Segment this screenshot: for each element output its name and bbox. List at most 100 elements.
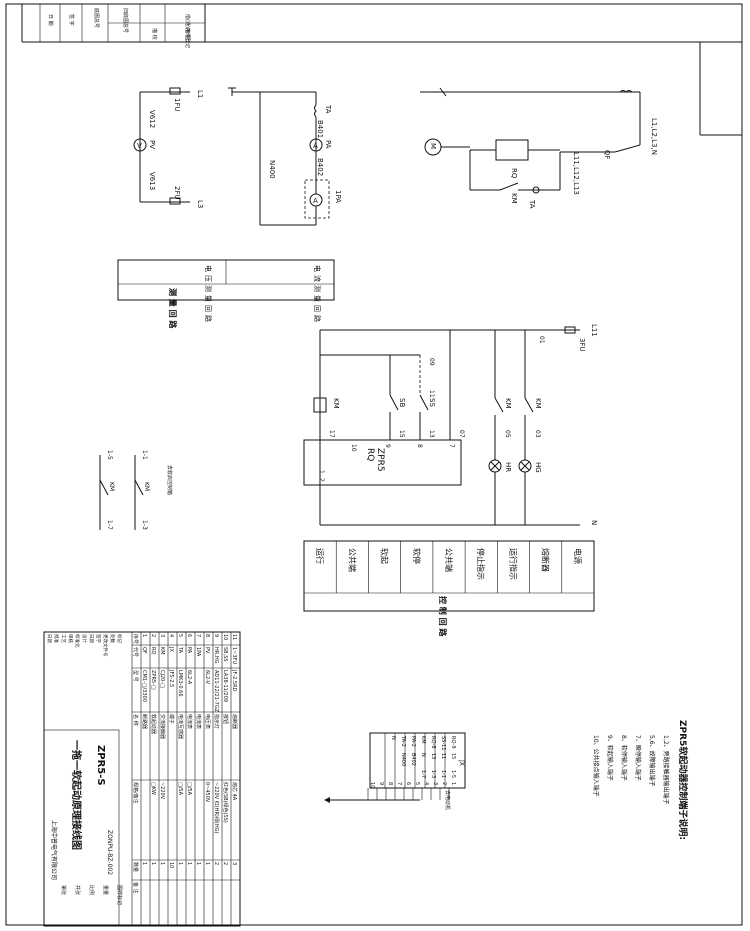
label-mains2: L11,L12,L13 xyxy=(572,152,580,195)
jx-num: 2 xyxy=(441,782,447,785)
terminal-note-5: 10、公共接点输入端子 xyxy=(592,735,600,797)
jx-num: 8 xyxy=(387,782,393,785)
label-1fu: 1FU xyxy=(173,98,181,112)
bom-cell: RQ xyxy=(150,647,156,654)
bom-cell: 1 xyxy=(177,862,183,865)
svg-text:15: 15 xyxy=(398,430,405,438)
caption-voltage: 电压测量回路 xyxy=(204,265,213,325)
bom-cell: ZPR5-□ xyxy=(150,670,156,690)
terminal-title: ZPR5软起动器控制端子说明: xyxy=(677,720,689,840)
control-col-7: 熔断器 xyxy=(541,548,551,572)
bom-cell: QF xyxy=(141,647,147,654)
bom-header: 名 称 xyxy=(132,714,139,726)
bom-cell: 2 xyxy=(222,862,228,865)
bom-cell: 6L2-A xyxy=(186,670,192,685)
company: 上海中普电气有限公司 xyxy=(50,820,58,880)
jx-cell: RQ-8 xyxy=(430,736,436,749)
control-circuit: L11 3FU N 01 09 07 11 15 13 17 05 03 KM … xyxy=(303,324,598,637)
bom-cell: JF5-2.5 xyxy=(168,669,174,687)
button-ss xyxy=(419,394,429,411)
svg-text:A: A xyxy=(313,142,318,150)
bom-cell: 电流表 xyxy=(186,714,193,729)
label-zpr5-box: ZPR5 xyxy=(375,448,385,472)
sign-label: 标记 xyxy=(116,634,123,643)
jx-cell: 11 xyxy=(440,753,446,759)
bom-cell: 指示灯 xyxy=(213,714,220,729)
control-col-0: 运行 xyxy=(315,548,325,564)
bom-header: 规格/备注 xyxy=(132,782,139,804)
remote-km: 1-5 1-1 1-7 1-3 KM KM 去软启控制箱 xyxy=(99,450,173,530)
contact-km-05 xyxy=(494,397,504,413)
jx-cell: N xyxy=(390,736,396,740)
sign-label: 日期 xyxy=(88,634,94,643)
svg-text:1-5: 1-5 xyxy=(106,450,113,460)
bom-cell: 熔断器 xyxy=(231,714,238,729)
control-col-3: 软停 xyxy=(412,548,422,564)
bom-cell: SB,SS xyxy=(222,647,228,662)
jx-cell: RQ-9 xyxy=(450,736,456,749)
jx-num: 5 xyxy=(414,782,420,785)
fuse-2fu xyxy=(169,197,181,205)
svg-text:1: 1 xyxy=(318,470,325,474)
svg-text:03: 03 xyxy=(534,430,541,438)
terminal-note-2: 7、瞬停输入端子 xyxy=(634,735,642,781)
bom-cell: 1 xyxy=(195,862,201,865)
bom-cell: 7 xyxy=(195,634,201,637)
breaker-qf xyxy=(614,144,641,153)
drawing-title: 一拖一软起动原理接线图 xyxy=(70,740,83,850)
bom-cell: 按钮 xyxy=(222,714,229,724)
label-ta-meter: TA xyxy=(324,104,332,114)
label-pv: PV xyxy=(148,140,156,149)
svg-text:1-7: 1-7 xyxy=(106,520,113,530)
meter-circuit: V L1 L3 1FU 2FU V612 V613 PV A A TA B401… xyxy=(117,87,342,329)
jx-num: 6 xyxy=(405,782,411,785)
bom-cell: 1 xyxy=(141,862,147,865)
bom-cell: KM xyxy=(159,647,165,655)
terminal-note-4: 9、软起输入端子 xyxy=(606,735,614,781)
bom-cell: 1 xyxy=(186,862,192,865)
bom-cell: 软起动器 xyxy=(150,714,157,734)
main-circuit: M L1,L2,L3,N L11,L12,L13 QF RQ KM TA xyxy=(420,87,658,209)
jx-num: 3 xyxy=(432,782,438,785)
bom-cell: ~220V xyxy=(159,782,165,800)
terminal-note-0: 1,2、旁路接触器输出端子 xyxy=(662,735,670,805)
bom-cell: 5 xyxy=(177,634,183,637)
svg-text:2: 2 xyxy=(318,478,325,482)
bom-cell: 交流接触器 xyxy=(159,714,166,739)
label-v612: V612 xyxy=(148,110,156,128)
jx-num: 9 xyxy=(378,782,384,785)
bom-cell: 9 xyxy=(213,634,219,637)
svg-text:KM: KM xyxy=(143,482,150,491)
bom-cell: □KW xyxy=(150,782,156,795)
sign-label: 设计 xyxy=(81,634,88,643)
bom-cell: 0~450V xyxy=(204,782,210,803)
bom-cell: TA xyxy=(177,646,183,654)
control-col-6: 运行指示 xyxy=(508,548,518,580)
bom-cell: 1 xyxy=(204,862,210,865)
bom-cell: 1 xyxy=(150,862,156,865)
control-col-4: 公共端 xyxy=(444,548,454,572)
bom-cell: 2 xyxy=(150,634,156,637)
label-3fu: 3FU xyxy=(578,338,586,352)
bom-cell: CM1-□/3300 xyxy=(141,670,147,702)
jx-cell: 15 xyxy=(450,753,456,759)
label-n: N xyxy=(590,520,598,525)
label-1pa: 1PA xyxy=(334,190,342,203)
sign-label: 批准 xyxy=(53,634,60,643)
stamp-r3c1: 底图总号 xyxy=(93,8,100,28)
ratio-label: 重量 xyxy=(102,885,109,895)
bom-cell: 11 xyxy=(231,634,237,640)
label-2fu: 2FU xyxy=(173,186,181,200)
jx-cell: 1-3 xyxy=(430,770,436,778)
label-b401: B401 xyxy=(316,120,324,138)
svg-text:17: 17 xyxy=(328,430,335,438)
stamp-r2c2: 描 校 xyxy=(151,28,158,40)
label-km-coil: KM xyxy=(332,398,340,409)
jx-num: 1 xyxy=(450,782,456,785)
contact-km-03 xyxy=(524,397,534,413)
label-l11: L11 xyxy=(590,324,598,337)
jx-arrow-note: 去电动机 xyxy=(444,790,451,810)
jx-cell: 13 xyxy=(430,753,436,759)
caption-control-footer: 控 制 回 路 xyxy=(438,596,448,637)
